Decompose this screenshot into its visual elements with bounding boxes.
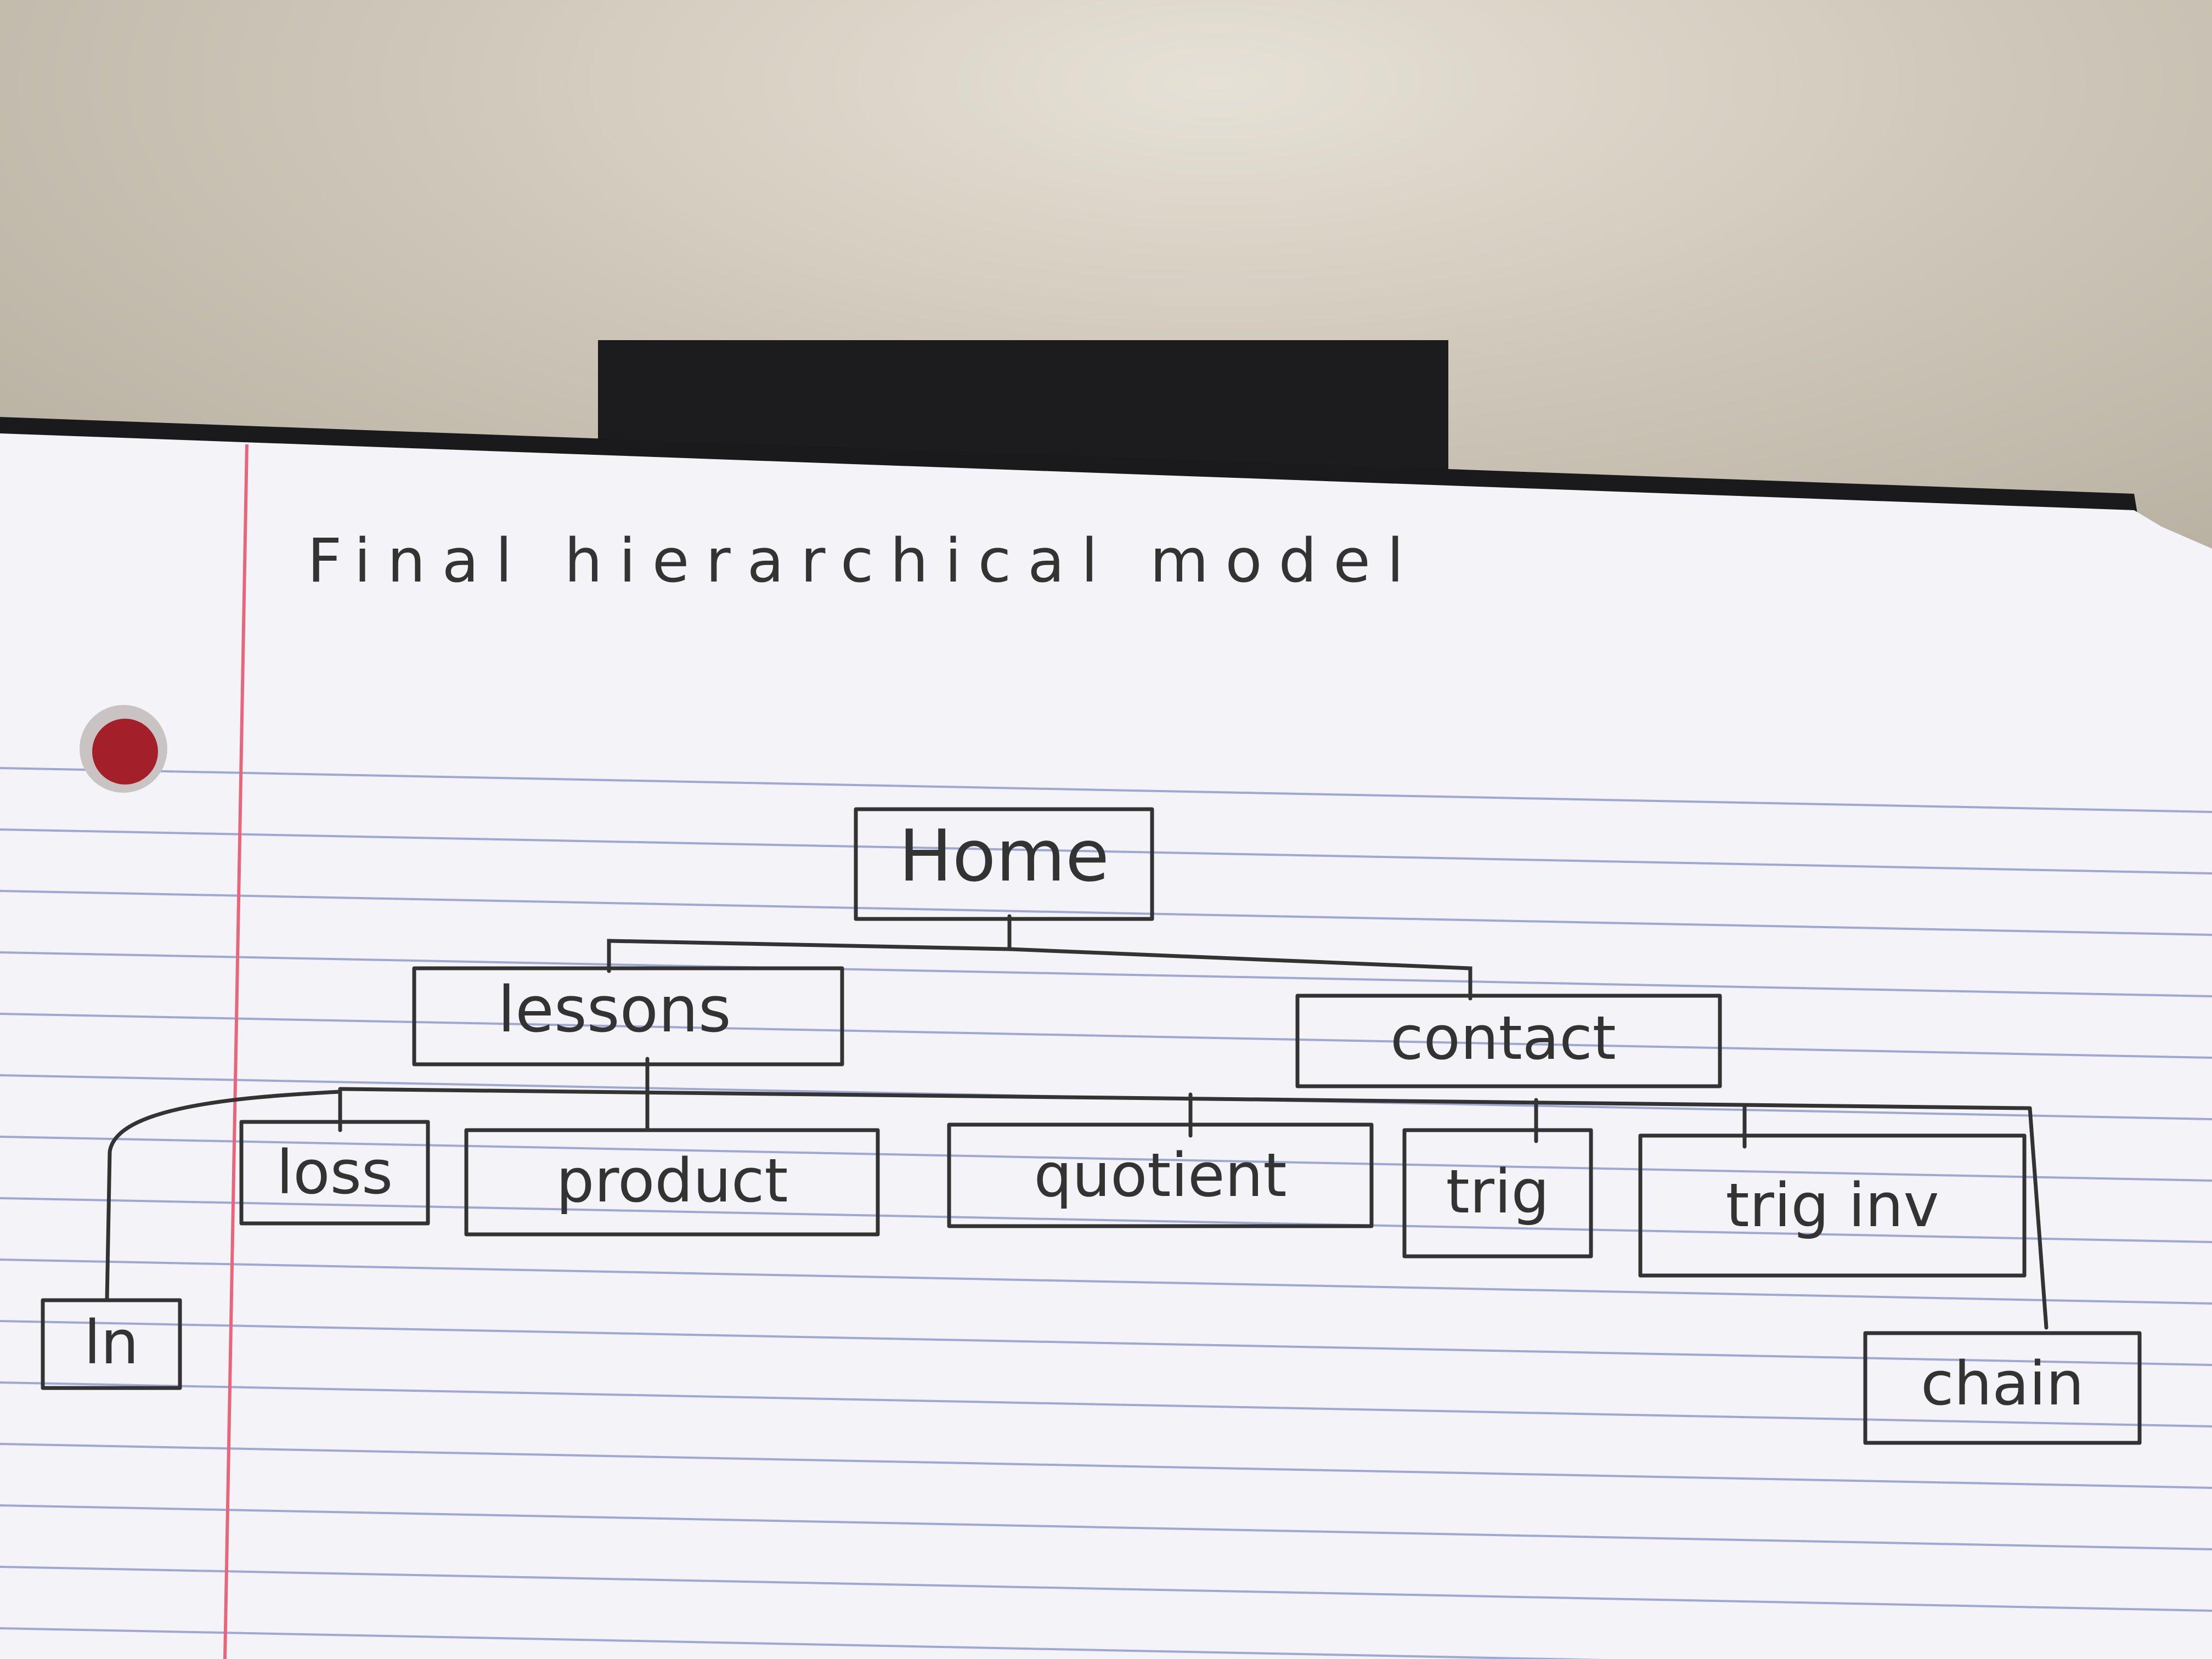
rule-line — [0, 1136, 2212, 1182]
home-box — [854, 807, 1154, 921]
chain-box — [1863, 1331, 2142, 1445]
ln-box — [41, 1298, 182, 1390]
node-label-home: Home — [899, 814, 1109, 898]
connector-lines — [105, 914, 2049, 1330]
paper-sheet — [0, 433, 2212, 1659]
page-title: Final hierarchical model — [307, 526, 1420, 596]
binder-hole-inner — [92, 719, 158, 785]
node-label-trig-inv: trig inv — [1725, 1170, 1939, 1240]
product-box — [464, 1128, 880, 1237]
node-label-product: product — [556, 1146, 788, 1216]
node-label-lessons: lessons — [498, 973, 731, 1047]
trig-box — [1402, 1128, 1593, 1259]
rule-line — [0, 1627, 1604, 1659]
lessons-box — [412, 966, 844, 1066]
rule-line — [0, 1197, 2212, 1243]
trig-inv-box — [1638, 1133, 2027, 1278]
rule-line — [0, 1259, 2212, 1305]
node-label-ln: ln — [84, 1307, 139, 1378]
node-boxes — [41, 807, 2142, 1445]
contact-box — [1295, 994, 1722, 1088]
rule-line — [0, 1443, 2212, 1489]
quotient-box — [947, 1122, 1374, 1228]
rule-line — [0, 1320, 2212, 1366]
node-label-chain: chain — [1921, 1348, 2084, 1419]
node-label-contact: contact — [1390, 1003, 1616, 1073]
rule-line — [0, 951, 2212, 997]
rule-line — [0, 1013, 2212, 1059]
margin-line — [223, 444, 249, 1659]
node-label-quotient: quotient — [1034, 1140, 1286, 1210]
rule-line — [0, 890, 2212, 936]
rule-line — [0, 1504, 2212, 1550]
rule-line — [0, 1566, 2212, 1612]
rule-line — [0, 828, 2212, 874]
rule-line — [0, 767, 2212, 813]
node-label-loss: loss — [276, 1137, 393, 1207]
node-label-trig: trig — [1446, 1156, 1550, 1227]
rule-line — [0, 1381, 2212, 1427]
loss-box — [239, 1120, 430, 1226]
